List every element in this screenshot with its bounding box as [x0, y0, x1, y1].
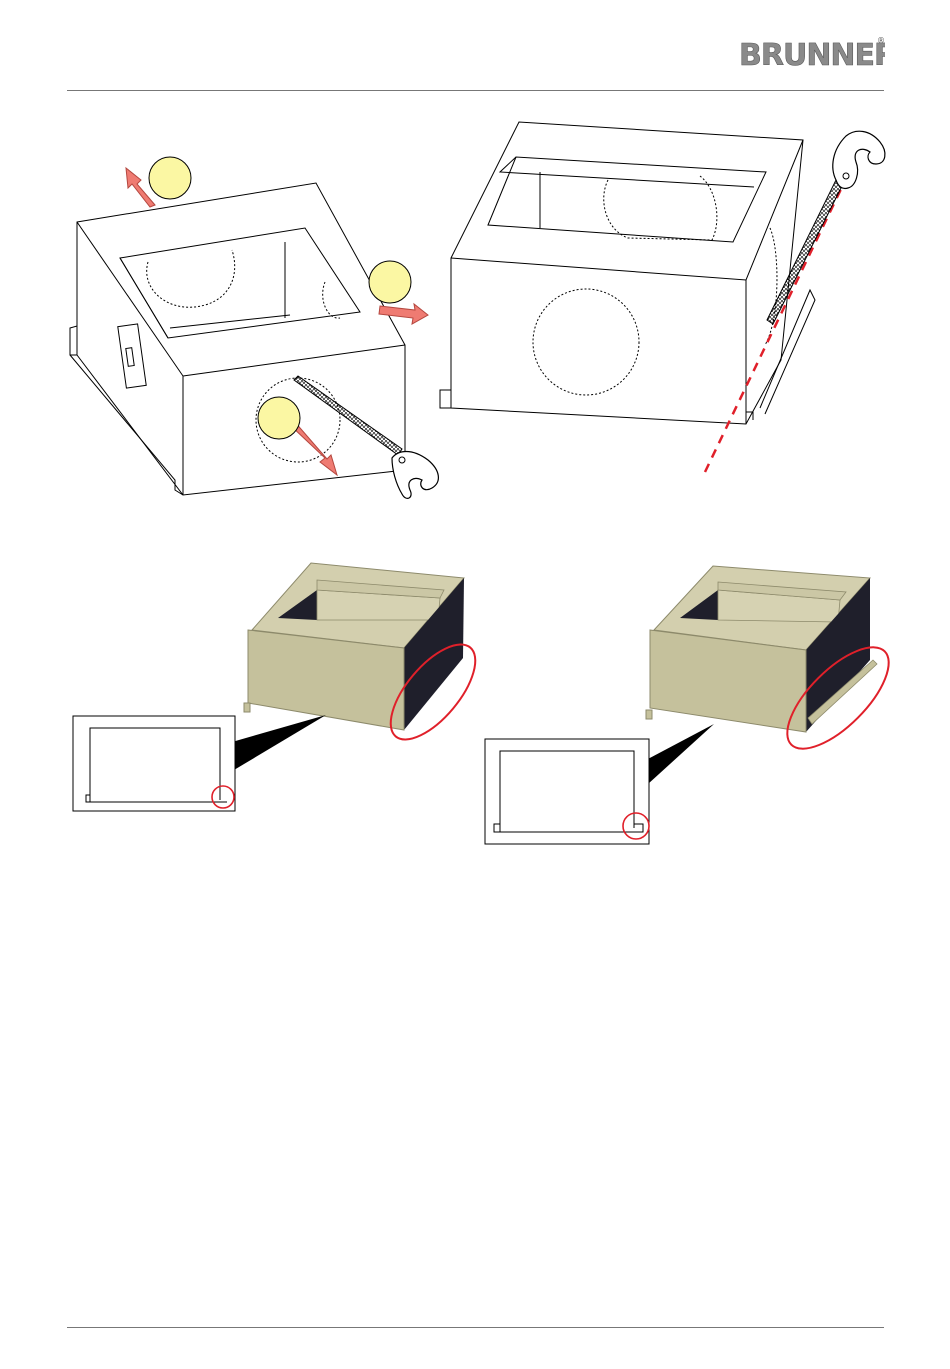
block-without-groove-figure	[73, 563, 490, 811]
step-marker-1	[149, 157, 191, 199]
detail-inset	[73, 716, 235, 811]
detail-inset	[485, 739, 649, 844]
block-open-knockouts-figure	[70, 183, 405, 495]
block-with-groove-figure	[485, 566, 904, 844]
step-marker-3	[258, 397, 300, 439]
step-marker-2	[369, 261, 411, 303]
block-saw-cut-figure	[440, 122, 815, 424]
